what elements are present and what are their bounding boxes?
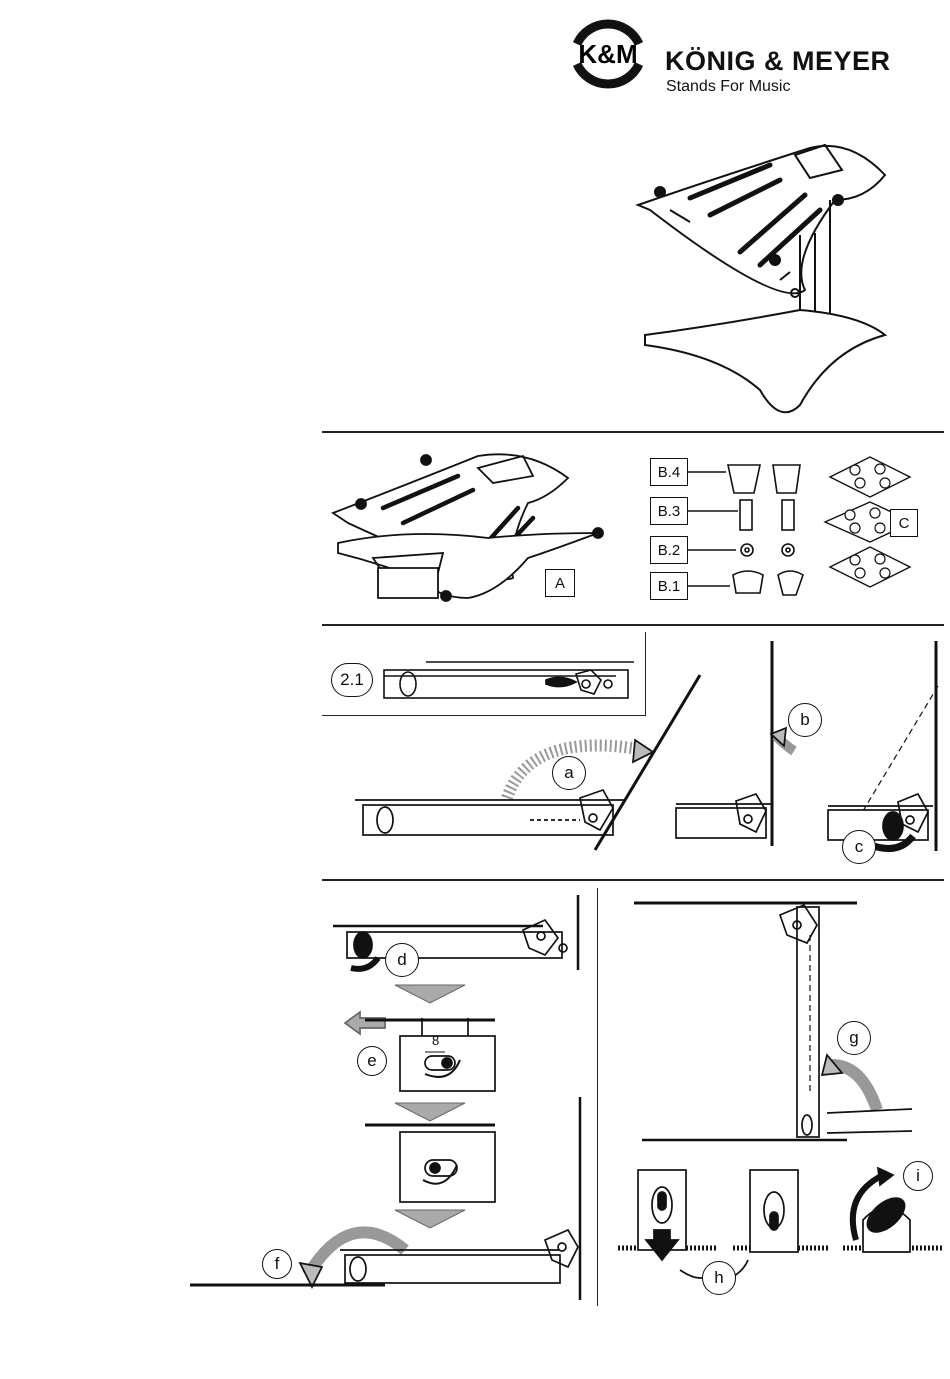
- km-seal-text: K&M: [578, 39, 637, 69]
- step-d-drawing: [333, 890, 593, 975]
- down-arrow-1: [395, 985, 465, 1005]
- section-divider-2: [322, 624, 944, 626]
- step-a-drawing: [355, 670, 725, 860]
- part-label-b1: B.1: [650, 572, 688, 600]
- step-f-drawing: [190, 1095, 590, 1305]
- step-b-marker: b: [788, 703, 822, 737]
- step-f-marker: f: [262, 1249, 292, 1279]
- section-divider-1: [322, 431, 944, 433]
- brand-tagline: Stands For Music: [666, 78, 790, 96]
- km-seal-logo: K&M: [565, 14, 651, 94]
- part-label-c: C: [890, 509, 918, 537]
- step-c-drawing: [828, 636, 944, 856]
- part-label-b4: B.4: [650, 458, 688, 486]
- brand-name: KÖNIG & MEYER: [665, 46, 891, 77]
- step-e-marker: e: [357, 1046, 387, 1076]
- parts-b-drawing: [688, 455, 828, 605]
- step-b-drawing: [676, 636, 806, 851]
- stand-overview-drawing: [630, 140, 946, 430]
- step-i-marker: i: [903, 1161, 933, 1191]
- step-h-marker: h: [702, 1261, 736, 1295]
- brand-header: K&M KÖNIG & MEYER Stands For Music: [565, 14, 945, 94]
- step-h-i-drawing: [618, 1160, 944, 1280]
- step-c-marker: c: [842, 830, 876, 864]
- step-g-drawing: [632, 895, 917, 1150]
- step-a-marker: a: [552, 756, 586, 790]
- step-d-marker: d: [385, 943, 419, 977]
- part-label-b3: B.3: [650, 497, 688, 525]
- part-label-b2: B.2: [650, 536, 688, 564]
- section-divider-3: [322, 879, 944, 881]
- step-e-dimension: 8: [432, 1033, 439, 1048]
- part-label-a: A: [545, 569, 575, 597]
- column-divider: [597, 888, 598, 1306]
- step-g-marker: g: [837, 1021, 871, 1055]
- part-a-drawing: [328, 448, 628, 608]
